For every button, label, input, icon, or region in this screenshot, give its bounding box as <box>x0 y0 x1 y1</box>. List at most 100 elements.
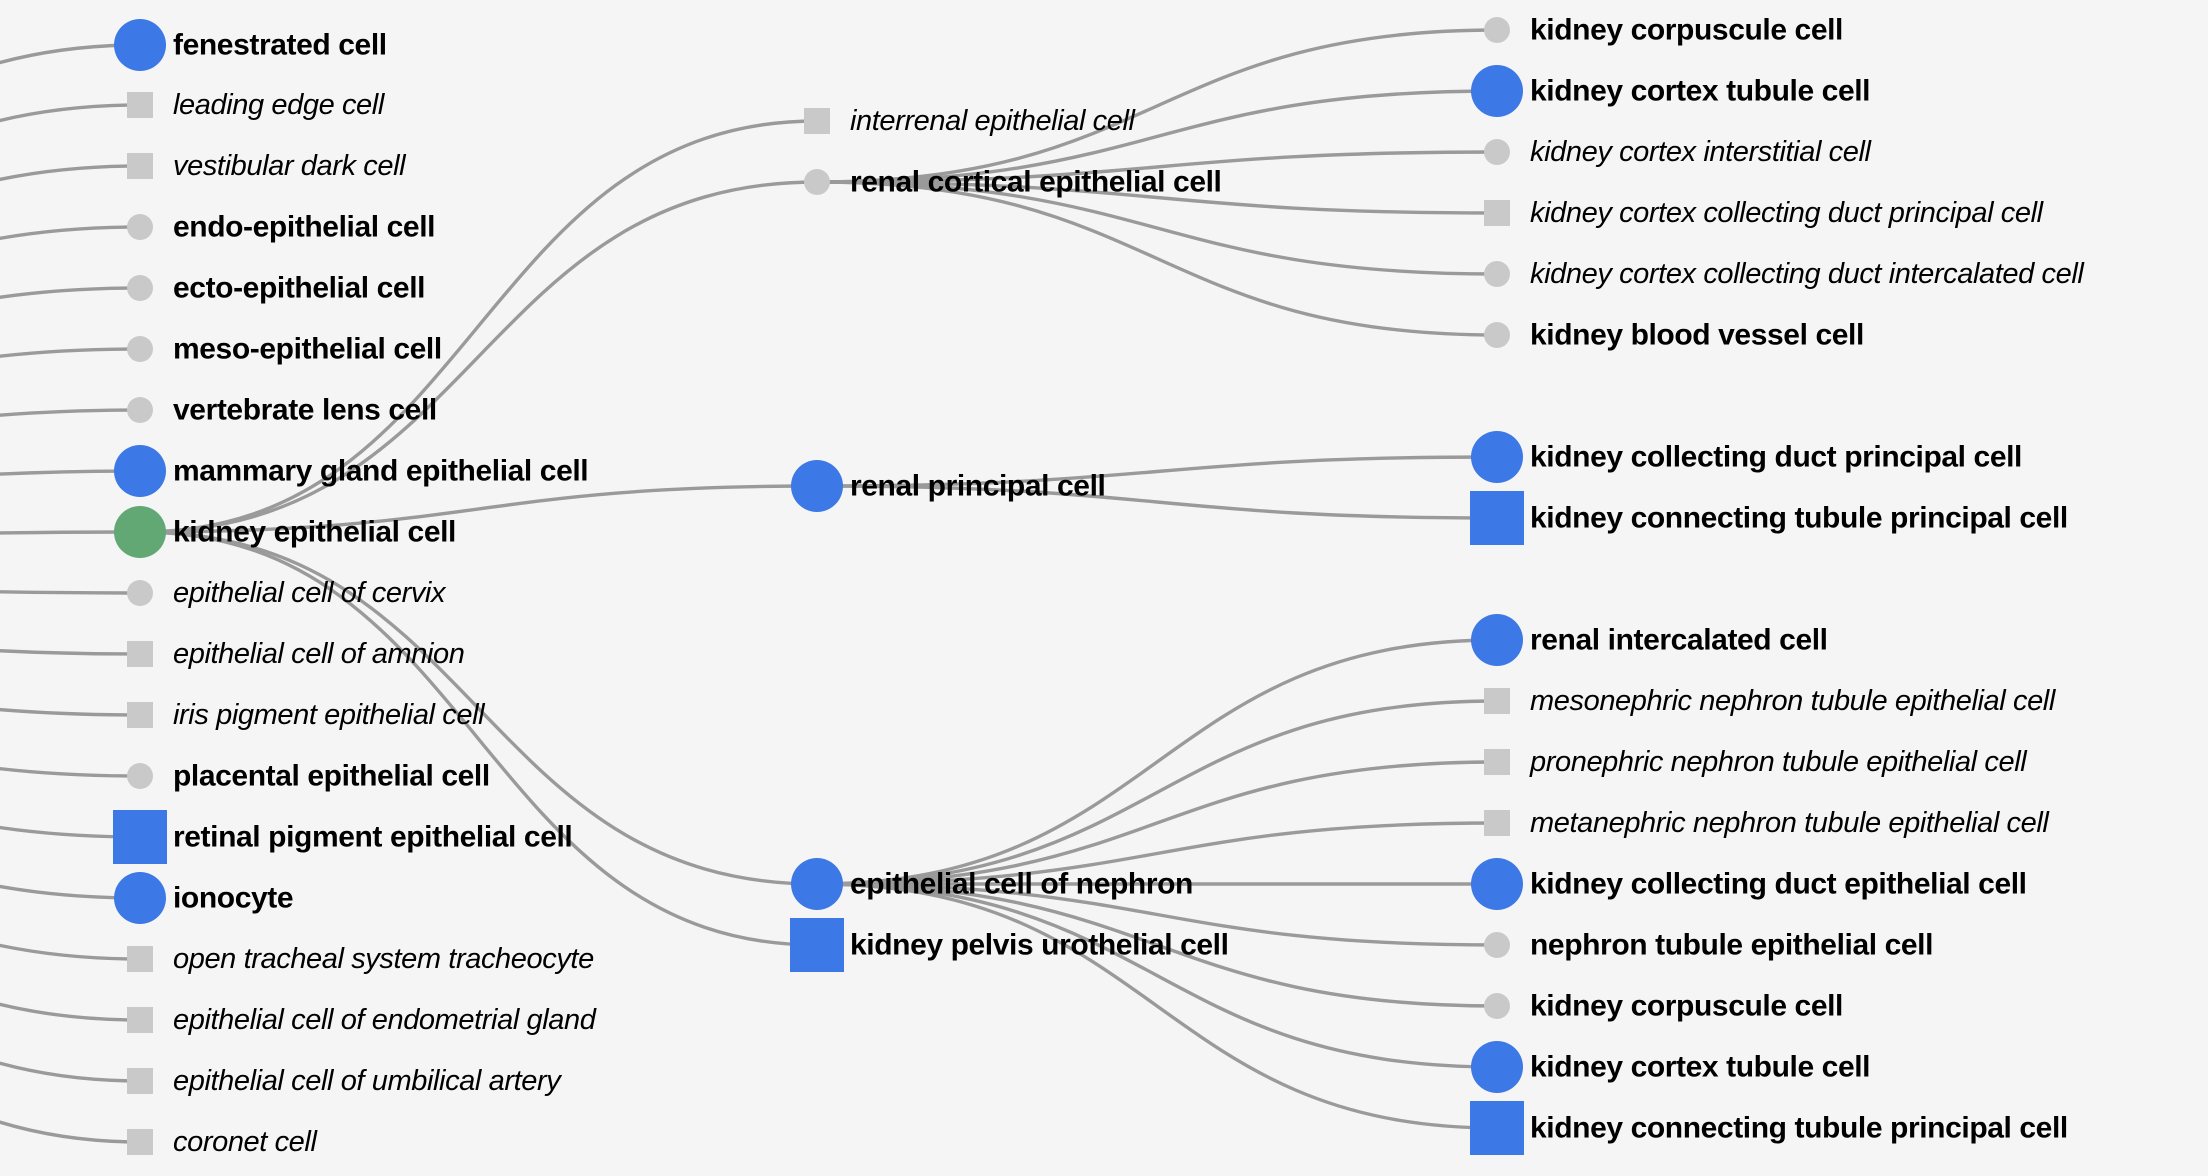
cell-node-square[interactable] <box>127 946 153 972</box>
cell-node-square[interactable] <box>127 153 153 179</box>
cell-node-circle[interactable] <box>1484 17 1510 43</box>
cell-node-label[interactable]: ecto-epithelial cell <box>173 271 426 305</box>
cell-node-circle[interactable] <box>1471 614 1523 666</box>
cell-node-label[interactable]: epithelial cell of endometrial gland <box>173 1003 596 1036</box>
cell-node-circle[interactable] <box>1484 993 1510 1019</box>
cell-node-circle[interactable] <box>127 275 153 301</box>
cell-node-circle[interactable] <box>114 19 166 71</box>
cell-node-label[interactable]: kidney collecting duct epithelial cell <box>1530 867 2027 901</box>
cell-node-label[interactable]: kidney cortex tubule cell <box>1530 1050 1871 1084</box>
cell-node-label[interactable]: kidney connecting tubule principal cell <box>1530 1111 2068 1145</box>
cell-node-circle[interactable] <box>804 169 830 195</box>
cell-node-circle[interactable] <box>791 858 843 910</box>
cell-node-label[interactable]: kidney connecting tubule principal cell <box>1530 501 2068 535</box>
cell-node-square[interactable] <box>127 1007 153 1033</box>
cell-node-square[interactable] <box>1484 200 1510 226</box>
cell-node-label[interactable]: mammary gland epithelial cell <box>173 454 589 488</box>
cell-node-label[interactable]: retinal pigment epithelial cell <box>173 820 573 854</box>
cell-node-label[interactable]: kidney cortex collecting duct intercalat… <box>1530 257 2084 290</box>
cell-node-label[interactable]: leading edge cell <box>173 88 384 121</box>
cell-node-square[interactable] <box>1484 749 1510 775</box>
cell-node-circle[interactable] <box>127 336 153 362</box>
cell-node-circle[interactable] <box>127 397 153 423</box>
cell-node-label[interactable]: nephron tubule epithelial cell <box>1530 928 1934 962</box>
tree-edge <box>816 484 1498 520</box>
cell-node-label[interactable]: epithelial cell of cervix <box>173 576 446 609</box>
tree-edge <box>139 119 818 534</box>
cell-node-square[interactable] <box>127 92 153 118</box>
tree-edge <box>816 882 1498 947</box>
cell-node-square[interactable] <box>127 641 153 667</box>
cell-node-circle[interactable] <box>1484 322 1510 348</box>
cell-node-label[interactable]: vertebrate lens cell <box>173 393 437 427</box>
cell-node-label[interactable]: kidney pelvis urothelial cell <box>850 928 1229 962</box>
cell-node-circle[interactable] <box>1484 932 1510 958</box>
tree-edge <box>816 882 1498 1069</box>
cell-node-circle[interactable] <box>1471 1041 1523 1093</box>
tree-edge <box>0 590 141 595</box>
tree-edge <box>816 821 1498 886</box>
tree-edge <box>816 882 1498 1130</box>
tree-edge <box>816 89 1498 184</box>
cell-node-circle[interactable] <box>114 872 166 924</box>
tree-edge <box>0 225 141 241</box>
cell-node-label[interactable]: kidney corpuscule cell <box>1530 13 1843 47</box>
cell-node-label[interactable]: coronet cell <box>173 1125 317 1158</box>
cell-node-label[interactable]: epithelial cell of amnion <box>173 637 465 670</box>
cell-node-label[interactable]: epithelial cell of nephron <box>850 867 1193 901</box>
tree-edge <box>816 180 1498 215</box>
cell-node-label[interactable]: renal principal cell <box>850 469 1106 503</box>
cell-node-circle[interactable] <box>1471 65 1523 117</box>
cell-node-label[interactable]: renal cortical epithelial cell <box>850 165 1222 199</box>
cell-node-square[interactable] <box>113 810 167 864</box>
cell-node-label[interactable]: kidney cortex collecting duct principal … <box>1530 196 2043 229</box>
cell-node-square[interactable] <box>1470 1101 1524 1155</box>
cell-node-square[interactable] <box>804 108 830 134</box>
cell-node-square[interactable] <box>1470 491 1524 545</box>
tree-edge <box>816 180 1498 276</box>
cell-node-square[interactable] <box>1484 688 1510 714</box>
cell-node-circle[interactable] <box>127 214 153 240</box>
cell-node-label[interactable]: renal intercalated cell <box>1530 623 1828 657</box>
cell-node-label[interactable]: open tracheal system tracheocyte <box>173 942 594 975</box>
cell-node-label[interactable]: kidney cortex interstitial cell <box>1530 135 1871 168</box>
cell-node-circle[interactable] <box>114 445 166 497</box>
cell-node-square[interactable] <box>127 1129 153 1155</box>
tree-edge <box>816 28 1498 184</box>
tree-edge <box>0 707 141 717</box>
cell-node-label[interactable]: pronephric nephron tubule epithelial cel… <box>1530 745 2027 778</box>
cell-node-label[interactable]: fenestrated cell <box>173 28 387 62</box>
tree-edge <box>816 638 1498 886</box>
cell-node-square[interactable] <box>1484 810 1510 836</box>
cell-node-label[interactable]: meso-epithelial cell <box>173 332 442 366</box>
tree-edge <box>816 699 1498 886</box>
cell-node-circle[interactable] <box>1484 261 1510 287</box>
cell-node-label[interactable]: vestibular dark cell <box>173 149 406 182</box>
cell-node-label[interactable]: kidney blood vessel cell <box>1530 318 1864 352</box>
cell-node-label[interactable]: epithelial cell of umbilical artery <box>173 1064 561 1097</box>
cell-node-label[interactable]: kidney corpuscule cell <box>1530 989 1843 1023</box>
tree-edge <box>139 484 818 534</box>
cell-node-circle[interactable] <box>1484 139 1510 165</box>
cell-node-label[interactable]: iris pigment epithelial cell <box>173 698 485 731</box>
cell-node-label[interactable]: metanephric nephron tubule epithelial ce… <box>1530 806 2049 839</box>
cell-node-square[interactable] <box>127 702 153 728</box>
cell-node-circle[interactable] <box>791 460 843 512</box>
cell-node-label[interactable]: kidney epithelial cell <box>173 515 456 549</box>
cell-node-square[interactable] <box>790 918 844 972</box>
cell-node-label[interactable]: mesonephric nephron tubule epithelial ce… <box>1530 684 2055 717</box>
cell-node-label[interactable]: placental epithelial cell <box>173 759 490 793</box>
cell-node-label[interactable]: ionocyte <box>173 881 294 915</box>
cell-node-label[interactable]: endo-epithelial cell <box>173 210 436 244</box>
tree-edge <box>0 649 141 656</box>
cell-node-circle[interactable] <box>1471 431 1523 483</box>
cell-node-circle[interactable] <box>1471 858 1523 910</box>
cell-node-circle[interactable] <box>127 580 153 606</box>
cell-node-label[interactable]: kidney cortex tubule cell <box>1530 74 1871 108</box>
cell-node-label[interactable]: interrenal epithelial cell <box>850 104 1135 137</box>
cell-node-circle[interactable] <box>127 763 153 789</box>
cell-node-circle[interactable] <box>114 506 166 558</box>
cell-node-square[interactable] <box>127 1068 153 1094</box>
tree-edge <box>0 825 141 839</box>
cell-node-label[interactable]: kidney collecting duct principal cell <box>1530 440 2022 474</box>
